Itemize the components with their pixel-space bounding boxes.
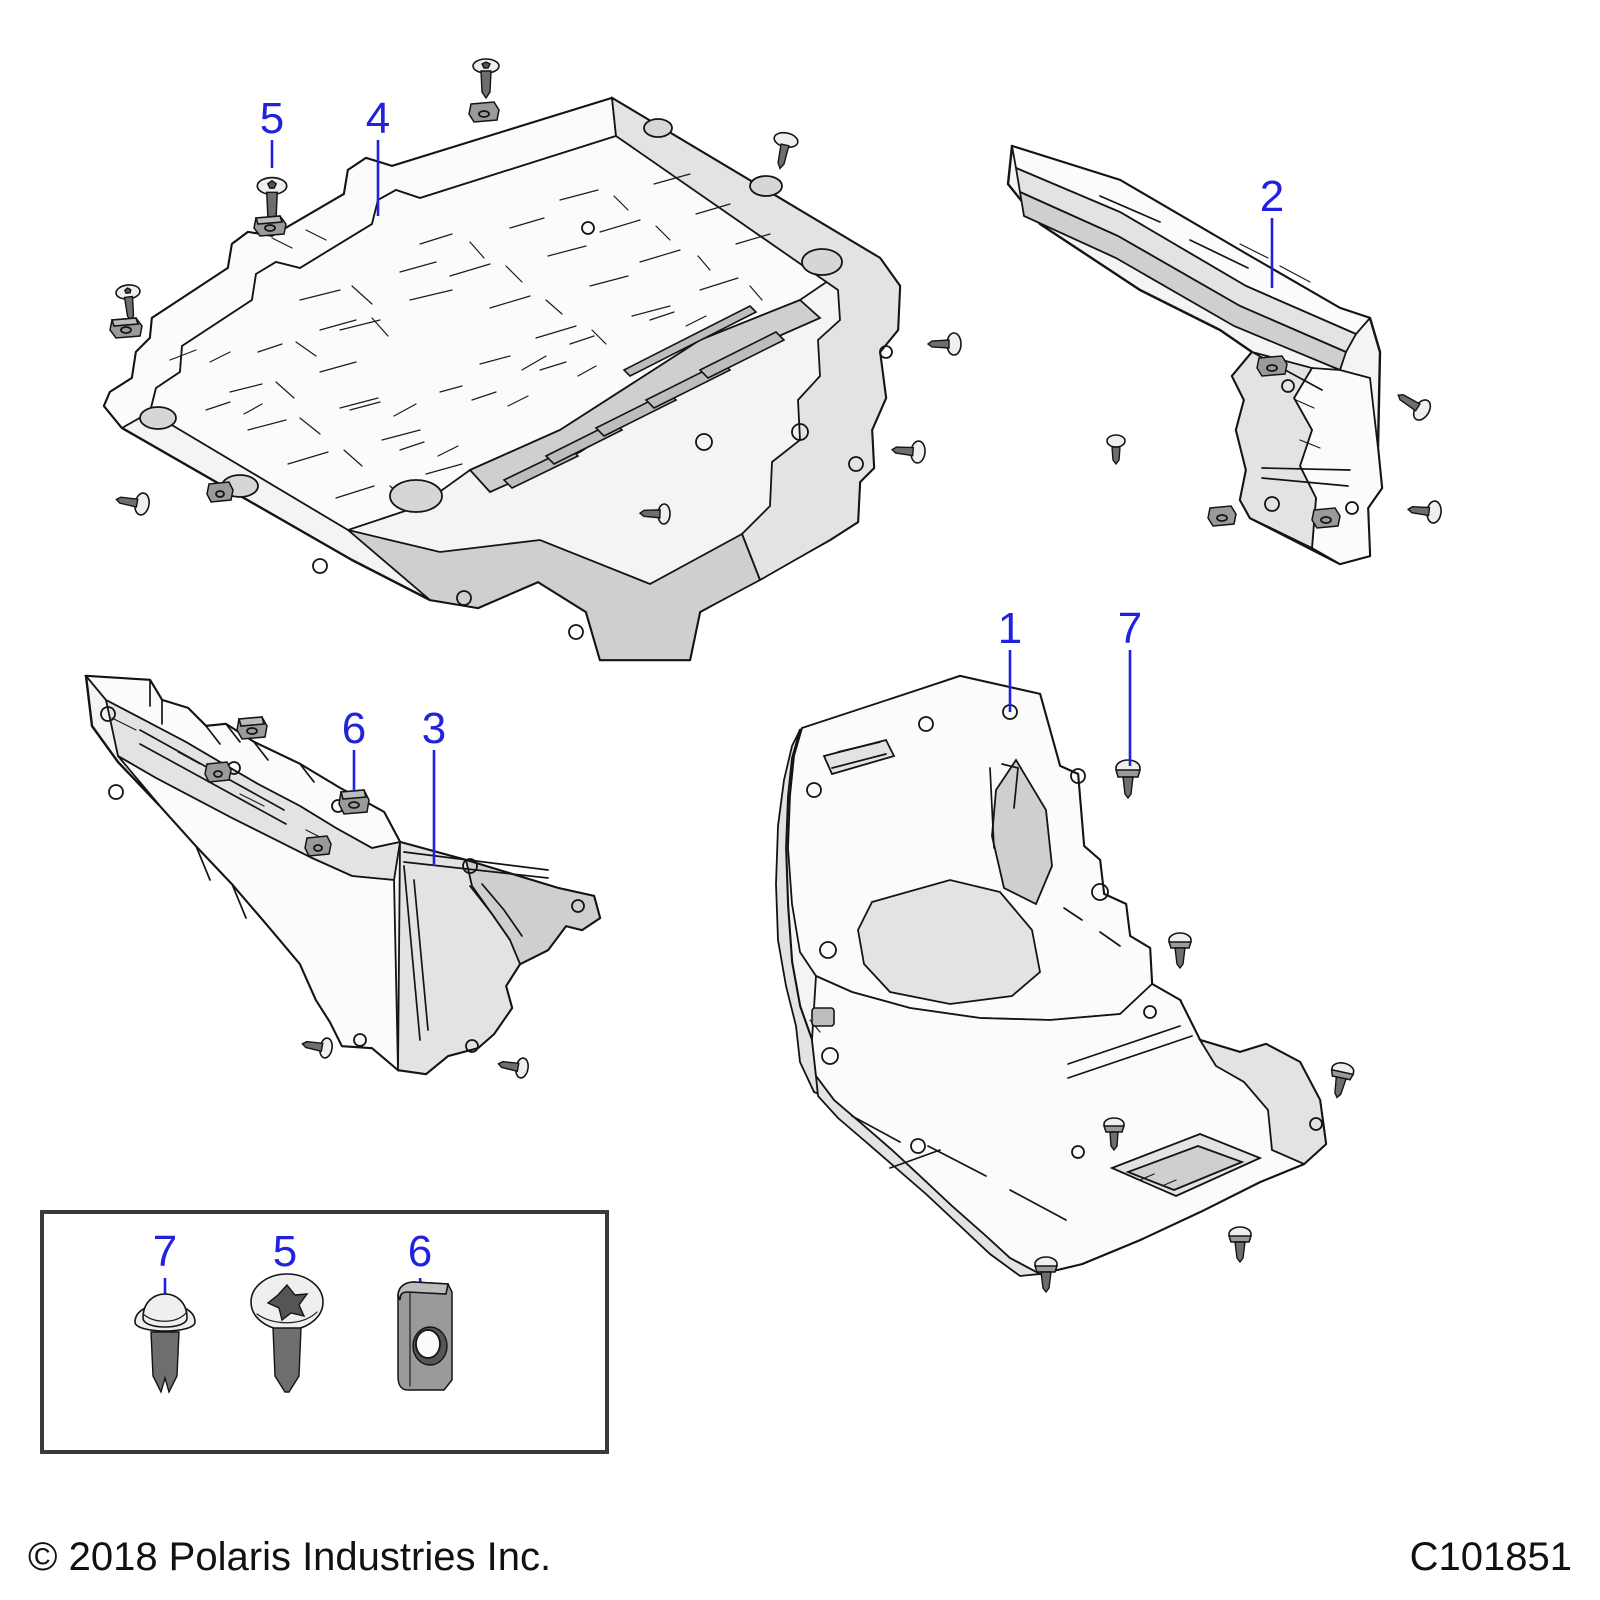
legend-border xyxy=(40,1210,609,1454)
callout-4-label: 4 xyxy=(366,94,390,143)
callout-4: 4 xyxy=(366,94,390,216)
callout-layer: 5 4 2 1 7 6 3 xyxy=(260,94,1284,866)
copyright-text: © 2018 Polaris Industries Inc. xyxy=(28,1535,551,1579)
callout-1-label: 1 xyxy=(998,604,1022,653)
legend-item-push-rivet: 7 xyxy=(134,1227,196,1394)
callout-3-label: 3 xyxy=(422,704,446,753)
legend-label-5: 5 xyxy=(273,1227,297,1276)
rocker-side-detail xyxy=(111,679,549,1041)
hood-mounting-holes xyxy=(139,118,893,640)
drawing-number: C101851 xyxy=(1410,1535,1572,1579)
callout-5-top-label: 5 xyxy=(260,94,284,143)
torx-screw-icon xyxy=(250,1273,324,1393)
legend-item-torx-screw: 5 xyxy=(250,1227,324,1393)
callout-3: 3 xyxy=(422,704,446,866)
push-rivet-icon xyxy=(134,1293,196,1394)
scattered-clip-nuts xyxy=(109,101,1341,857)
callout-2-label: 2 xyxy=(1260,172,1284,221)
scattered-push-rivets xyxy=(1033,434,1355,1294)
legend-label-6: 6 xyxy=(408,1227,432,1276)
floor-panel-detail xyxy=(809,763,1193,1221)
fastener-detail-legend: 7 5 xyxy=(40,1210,609,1454)
callout-6-left-label: 6 xyxy=(342,704,366,753)
legend-item-clip-nut: 6 xyxy=(397,1227,453,1391)
scattered-torx-screws xyxy=(115,58,1442,1079)
part-floor-firewall-panel xyxy=(775,674,1328,1277)
callout-5-top: 5 xyxy=(260,94,284,168)
callout-7-right-label: 7 xyxy=(1118,604,1142,653)
callout-1: 1 xyxy=(998,604,1022,712)
callout-7-right: 7 xyxy=(1118,604,1142,766)
callout-2: 2 xyxy=(1260,172,1284,288)
part-hood-panel xyxy=(102,96,902,662)
callout-6-left: 6 xyxy=(342,704,366,792)
hood-vent-slots xyxy=(502,305,786,489)
hood-surface-detail xyxy=(169,173,771,503)
clip-nut-icon xyxy=(397,1281,453,1391)
legend-label-7: 7 xyxy=(153,1227,177,1276)
part-upper-trim-panel xyxy=(1006,144,1384,566)
